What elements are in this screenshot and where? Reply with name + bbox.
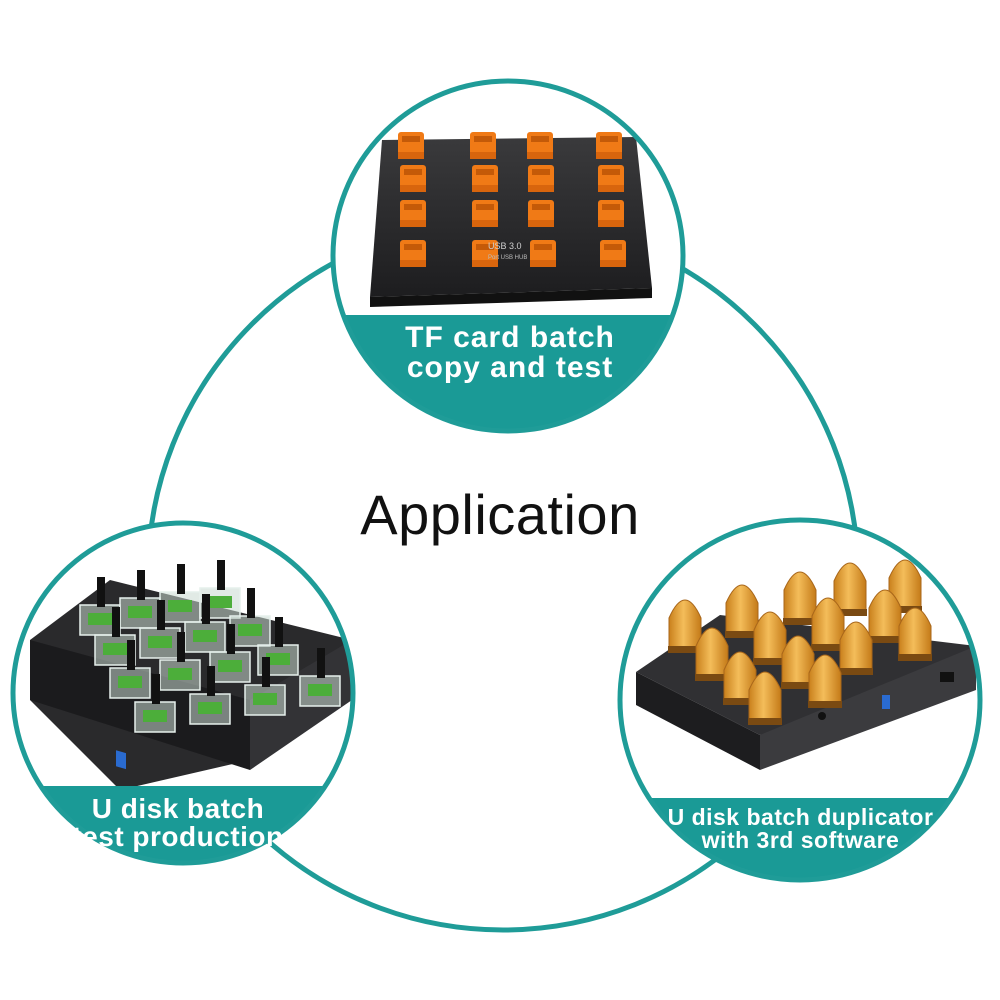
label-tf-card-line-1: TF card batch <box>405 321 615 354</box>
gold-u-disk <box>725 584 759 638</box>
tf-card-reader <box>527 132 553 159</box>
tf-card-reader <box>472 240 498 267</box>
clear-u-disk <box>209 624 251 683</box>
tf-card-reader <box>398 132 424 159</box>
clear-u-disk <box>244 657 286 716</box>
clear-u-disk <box>139 600 181 659</box>
tf-card-reader <box>472 165 498 192</box>
gold-u-disk <box>753 611 787 665</box>
tf-card-reader <box>472 200 498 227</box>
clear-u-disk <box>134 674 176 733</box>
clear-u-disk <box>299 648 341 707</box>
tf-card-reader <box>400 165 426 192</box>
label-u-disk-test: U disk batch test production <box>18 795 338 851</box>
tf-card-reader <box>600 240 626 267</box>
tf-card-reader <box>470 132 496 159</box>
hub-text-1: USB 3.0 <box>488 241 522 251</box>
gold-u-disk <box>695 627 729 681</box>
gold-u-disk <box>808 654 842 708</box>
tf-card-reader <box>598 165 624 192</box>
label-u-disk-duplicator-line-1: U disk batch duplicator <box>667 804 934 830</box>
clear-u-disk <box>184 594 226 653</box>
tf-card-reader <box>598 200 624 227</box>
label-tf-card-line-2: copy and test <box>406 351 614 384</box>
clear-u-disk <box>159 564 201 623</box>
tf-card-reader <box>530 240 556 267</box>
clear-u-disk <box>109 640 151 699</box>
gold-u-disk <box>898 607 932 661</box>
label-u-disk-duplicator: U disk batch duplicator with 3rd softwar… <box>628 806 973 852</box>
tf-card-reader <box>528 200 554 227</box>
app-top-tf-card: USB 3.0 Port USB HUB <box>330 78 686 434</box>
label-tf-card: TF card batch copy and test <box>340 323 680 383</box>
label-u-disk-test-line-1: U disk batch <box>91 793 265 824</box>
gold-u-disk <box>723 651 757 705</box>
label-u-disk-test-line-2: test production <box>72 821 284 852</box>
gold-u-disk <box>868 589 902 643</box>
gold-u-disk <box>888 559 922 613</box>
gold-u-disk <box>811 597 845 651</box>
usb-hub-with-orange-tf-card-readers-image: USB 3.0 Port USB HUB <box>333 132 683 431</box>
gold-u-disk <box>839 621 873 675</box>
diagram-title: Application <box>360 483 640 546</box>
gold-u-disk <box>748 671 782 725</box>
clear-u-disk <box>159 632 201 691</box>
gold-u-disk <box>833 562 867 616</box>
tf-card-reader <box>528 165 554 192</box>
tf-card-reader <box>400 240 426 267</box>
tf-card-reader <box>596 132 622 159</box>
clear-u-disk <box>229 588 271 647</box>
gold-u-disk <box>668 599 702 653</box>
gold-u-disk <box>781 635 815 689</box>
clear-u-disk <box>189 666 231 725</box>
gold-u-disk <box>783 571 817 625</box>
hub-text-2: Port USB HUB <box>488 255 527 261</box>
tf-card-reader <box>400 200 426 227</box>
label-u-disk-duplicator-line-2: with 3rd software <box>701 827 900 853</box>
